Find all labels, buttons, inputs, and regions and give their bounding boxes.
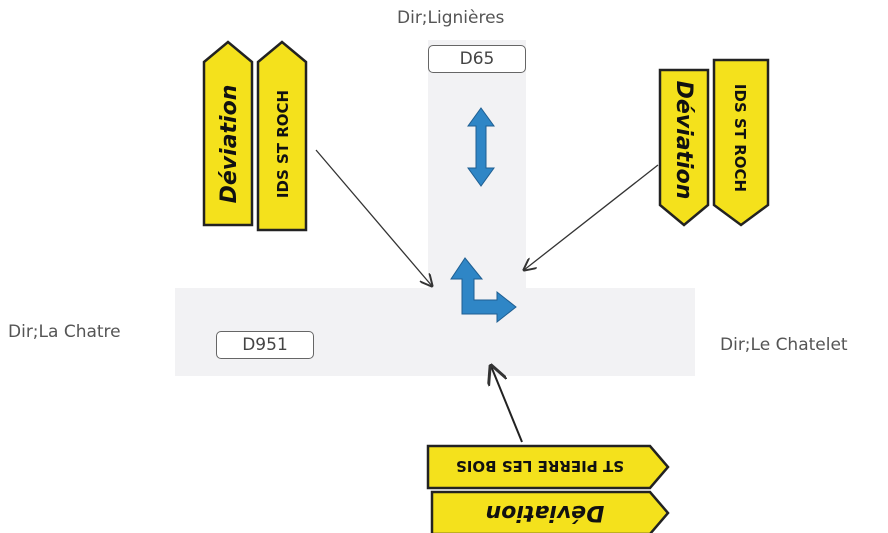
road-label-d951: D951: [216, 331, 314, 359]
direction-west-label: Dir;La Chatre: [8, 322, 121, 342]
direction-east-label: Dir;Le Chatelet: [720, 335, 848, 355]
destination-sign-left-text: IDS ST ROCH: [274, 90, 292, 198]
destination-sign-right-text: IDS ST ROCH: [731, 84, 749, 192]
deviation-sign-bottom-text: Déviation: [486, 500, 605, 525]
direction-north-label: Dir;Lignières: [397, 8, 505, 28]
road-label-d65: D65: [428, 45, 526, 73]
deviation-sign-left: Déviation: [202, 40, 254, 227]
destination-sign-bottom-text: ST PIERRE LES BOIS: [456, 457, 624, 475]
deviation-sign-bottom: Déviation: [430, 490, 670, 533]
destination-sign-left: IDS ST ROCH: [256, 40, 308, 232]
sign-pair-left: Déviation IDS ST ROCH: [202, 40, 308, 232]
destination-sign-right: IDS ST ROCH: [712, 58, 770, 227]
destination-sign-bottom: ST PIERRE LES BOIS: [426, 444, 670, 490]
deviation-sign-right: Déviation: [658, 68, 710, 227]
deviation-sign-right-text: Déviation: [671, 81, 696, 200]
sign-pair-bottom: ST PIERRE LES BOIS Déviation: [426, 444, 670, 533]
sign-pair-right: Déviation IDS ST ROCH: [658, 58, 770, 227]
leader-arrow-right: [524, 164, 659, 270]
leader-arrow-left: [315, 149, 432, 286]
deviation-sign-left-text: Déviation: [217, 85, 242, 204]
double-headed-arrow-icon: [467, 107, 495, 187]
up-and-right-turn-arrow-icon: [450, 257, 517, 324]
leader-arrow-bottom: [491, 366, 523, 443]
